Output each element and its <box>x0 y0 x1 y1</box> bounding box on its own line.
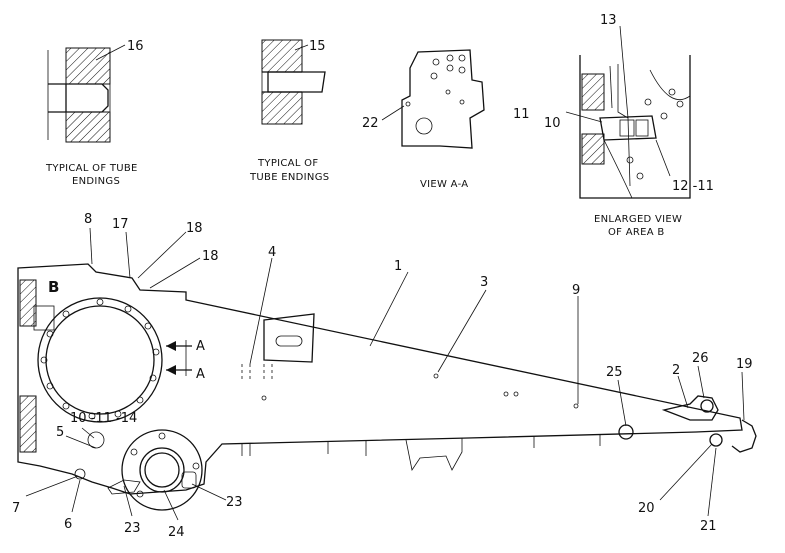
caption-enlarged-1: ENLARGED VIEW <box>594 214 682 225</box>
callout-19: 19 <box>736 357 753 372</box>
callout-10-11-14: 10 -11 -14 <box>70 411 137 426</box>
callout-10: 10 <box>544 116 561 131</box>
view-a-arrows: A A <box>166 339 205 382</box>
callout-4: 4 <box>268 245 276 260</box>
callout-23b: 23 <box>226 495 243 510</box>
callout-16: 16 <box>127 39 144 54</box>
callout-18b: 18 <box>202 249 219 264</box>
area-b-label: B <box>48 278 59 296</box>
callout-21: 21 <box>700 519 717 534</box>
callout-15: 15 <box>309 39 326 54</box>
caption-tube-endings-left-1: TYPICAL OF TUBE <box>45 163 138 174</box>
callout-12-11: 12 -11 <box>672 179 714 194</box>
callout-3: 3 <box>480 275 488 290</box>
area-b-marker: B <box>48 278 59 296</box>
callout-8: 8 <box>84 212 92 227</box>
callout-5: 5 <box>56 425 64 440</box>
callout-9: 9 <box>572 283 580 298</box>
callout-1: 1 <box>394 259 402 274</box>
callout-26: 26 <box>692 351 709 366</box>
caption-view-aa: VIEW A-A <box>420 179 468 190</box>
callout-2: 2 <box>672 363 680 378</box>
callout-23a: 23 <box>124 521 141 536</box>
main-arm-assembly <box>17 263 757 511</box>
detail-tube-ending-15: 15 TYPICAL OF TUBE ENDINGS <box>249 39 329 183</box>
callout-22: 22 <box>362 116 379 131</box>
view-arrow-label-lower: A <box>196 367 205 382</box>
caption-enlarged-2: OF AREA B <box>608 227 665 238</box>
callout-24: 24 <box>168 525 185 540</box>
caption-tube-endings-mid-2: TUBE ENDINGS <box>249 172 329 183</box>
callout-18a: 18 <box>186 221 203 236</box>
callout-17: 17 <box>112 217 129 232</box>
view-arrow-label-upper: A <box>196 339 205 354</box>
detail-tube-ending-16: 16 TYPICAL OF TUBE ENDINGS <box>45 39 144 187</box>
view-a-a: 22 VIEW A-A <box>362 49 485 190</box>
callout-7: 7 <box>12 501 20 516</box>
callout-25: 25 <box>606 365 623 380</box>
callout-11a: 11 <box>513 107 530 122</box>
callout-13: 13 <box>600 13 617 28</box>
main-callouts: 8 17 18 18 4 1 3 9 25 2 26 19 10 -11 -14… <box>12 212 753 540</box>
callout-20: 20 <box>638 501 655 516</box>
caption-tube-endings-mid-1: TYPICAL OF <box>257 158 318 169</box>
enlarged-view-area-b: 13 11 10 12 -11 ENLARGED VIEW OF AREA B <box>513 13 714 238</box>
callout-6: 6 <box>64 517 72 532</box>
caption-tube-endings-left-2: ENDINGS <box>72 176 120 187</box>
leader-lines <box>25 227 745 521</box>
